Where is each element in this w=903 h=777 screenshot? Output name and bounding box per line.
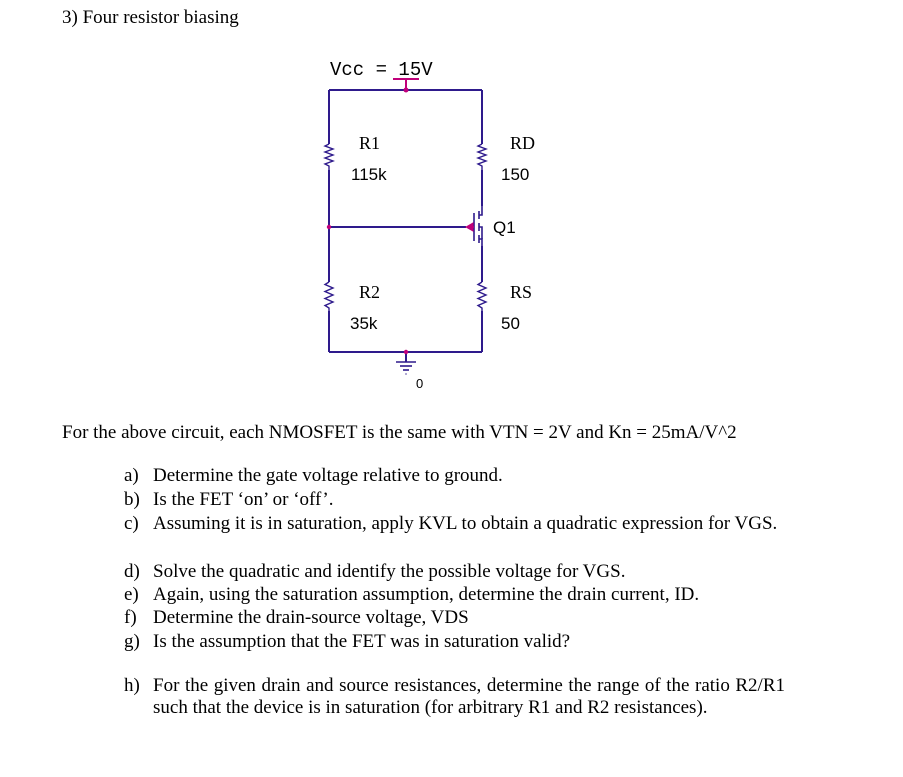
transistor-name: Q1 bbox=[493, 218, 516, 237]
rd-value: 150 bbox=[501, 165, 529, 184]
problem-heading: 3) Four resistor biasing bbox=[62, 7, 239, 28]
junction-dots bbox=[326, 224, 409, 355]
question-text: Is the assumption that the FET was in sa… bbox=[153, 631, 571, 652]
vcc-symbol: Vcc = 15V bbox=[330, 59, 433, 93]
rd-resistor-symbol bbox=[476, 143, 488, 170]
r1-name: R1 bbox=[359, 133, 380, 153]
question-text: Determine the gate voltage relative to g… bbox=[153, 465, 503, 486]
rd-name: RD bbox=[510, 133, 535, 153]
r1-resistor-symbol bbox=[323, 143, 335, 170]
question-text: Again, using the saturation assumption, … bbox=[153, 584, 700, 605]
question-marker: e) bbox=[124, 584, 139, 605]
ground-symbol bbox=[396, 361, 416, 375]
question-marker: g) bbox=[124, 631, 140, 652]
question-text: Is the FET ‘on’ or ‘off’. bbox=[153, 489, 334, 510]
r2-value: 35k bbox=[350, 314, 378, 333]
question-marker: c) bbox=[124, 513, 139, 534]
question-text: Determine the drain-source voltage, VDS bbox=[153, 607, 469, 628]
question-marker: b) bbox=[124, 489, 140, 510]
r1-value: 115k bbox=[351, 165, 387, 184]
question-marker: d) bbox=[124, 561, 140, 582]
question-text: Assuming it is in saturation, apply KVL … bbox=[153, 513, 778, 534]
question-marker: f) bbox=[124, 607, 137, 628]
problem-statement: For the above circuit, each NMOSFET is t… bbox=[62, 422, 737, 443]
circuit-schematic: Vcc = 15V R1 115k RD 150 Q1 R2 35k RS 50… bbox=[323, 59, 535, 391]
question-marker: a) bbox=[124, 465, 139, 486]
rs-name: RS bbox=[510, 282, 532, 302]
question-marker: h) bbox=[124, 675, 140, 696]
rs-value: 50 bbox=[501, 314, 520, 333]
question-text: Solve the quadratic and identify the pos… bbox=[153, 561, 626, 582]
supply-label: Vcc = 15V bbox=[330, 59, 433, 81]
ground-label: 0 bbox=[416, 376, 423, 391]
r2-name: R2 bbox=[359, 282, 380, 302]
mosfet-symbol bbox=[464, 206, 483, 246]
r2-resistor-symbol bbox=[323, 281, 335, 311]
rs-resistor-symbol bbox=[476, 281, 488, 311]
question-text: For the given drain and source resistanc… bbox=[153, 675, 785, 718]
